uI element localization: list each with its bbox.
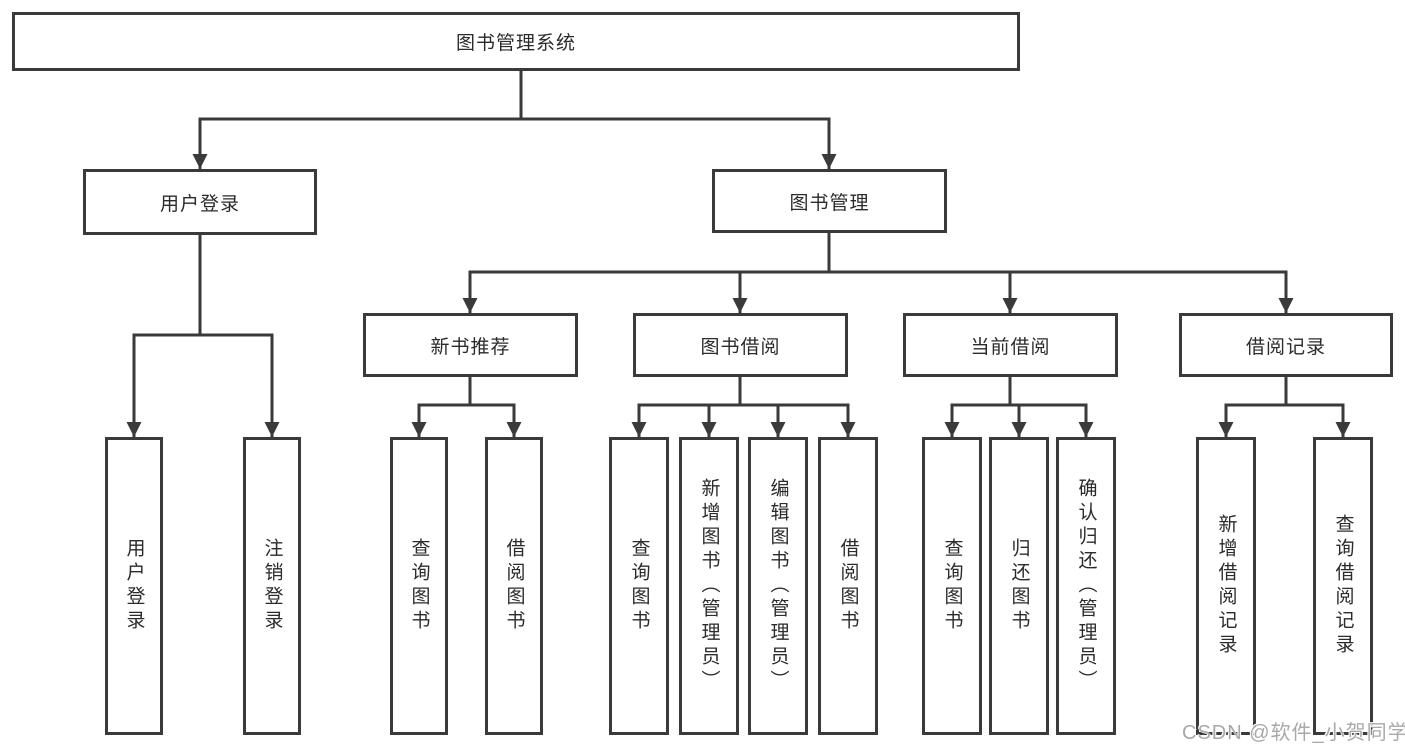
node-borrowing-records: 借阅记录 — [1179, 313, 1393, 377]
node-user-login: 用户登录 — [83, 169, 317, 235]
leaf-add-borrow-record: 新增借阅记录 — [1196, 437, 1256, 735]
leaf-add-book-admin: 新增图书（管理员） — [679, 437, 739, 735]
leaf-query-books: 查询图书 — [922, 437, 982, 735]
node-book-borrowing: 图书借阅 — [633, 313, 848, 377]
leaf-user-login: 用户登录 — [105, 437, 163, 735]
leaf-logout: 注销登录 — [243, 437, 301, 735]
leaf-edit-book-admin: 编辑图书（管理员） — [748, 437, 808, 735]
csdn-watermark: CSDN @软件_小贺同学 — [1182, 722, 1405, 744]
leaf-query-books: 查询图书 — [609, 437, 669, 735]
leaf-return-books: 归还图书 — [989, 437, 1049, 735]
node-book-management: 图书管理 — [712, 169, 947, 233]
node-current-borrowing: 当前借阅 — [903, 313, 1118, 377]
leaf-query-books: 查询图书 — [390, 437, 448, 735]
leaf-borrow-books: 借阅图书 — [818, 437, 878, 735]
leaf-borrow-books: 借阅图书 — [485, 437, 543, 735]
node-new-book-recommendation: 新书推荐 — [363, 313, 578, 377]
node-library-management-system: 图书管理系统 — [12, 12, 1020, 71]
leaf-confirm-return-admin: 确认归还（管理员） — [1056, 437, 1116, 735]
leaf-query-borrow-record: 查询借阅记录 — [1313, 437, 1373, 735]
